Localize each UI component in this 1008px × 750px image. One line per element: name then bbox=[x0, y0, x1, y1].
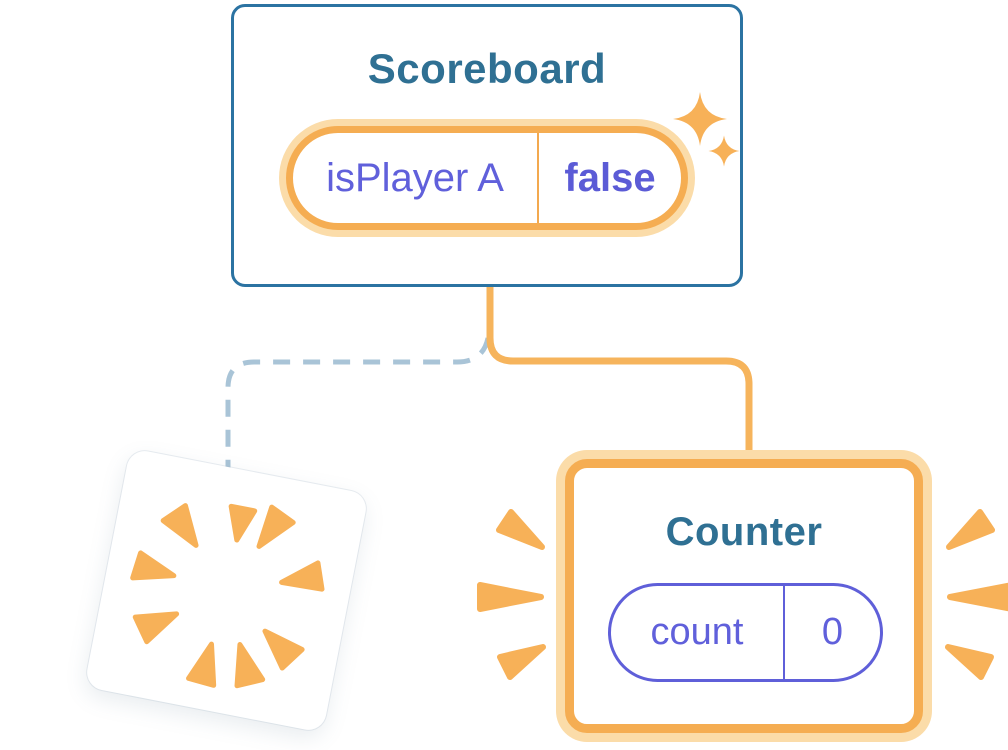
emphasis-ray bbox=[946, 509, 995, 550]
removed-component-card bbox=[84, 448, 369, 733]
connector-active-line bbox=[486, 287, 753, 462]
state-value: 0 bbox=[821, 611, 844, 653]
counter-title: Counter bbox=[665, 510, 823, 554]
scoreboard-component-card: Scoreboard isPlayer A false bbox=[231, 4, 743, 287]
counter-component-card: Counter count 0 bbox=[565, 459, 923, 733]
state-value: false bbox=[564, 155, 656, 200]
counter-state-pill: count 0 bbox=[608, 583, 883, 682]
connector-removed-dashed-line bbox=[225, 337, 491, 478]
state-name: count bbox=[611, 586, 785, 679]
emphasis-ray bbox=[945, 644, 994, 680]
poof-burst-icon bbox=[130, 503, 325, 689]
emphasis-ray bbox=[947, 582, 1008, 612]
scoreboard-title: Scoreboard bbox=[367, 45, 607, 92]
emphasis-ray bbox=[496, 509, 545, 550]
emphasis-ray bbox=[497, 644, 546, 680]
emphasis-ray bbox=[477, 582, 544, 612]
scoreboard-state-pill: isPlayer A false bbox=[286, 126, 688, 230]
state-name: isPlayer A bbox=[293, 133, 539, 223]
